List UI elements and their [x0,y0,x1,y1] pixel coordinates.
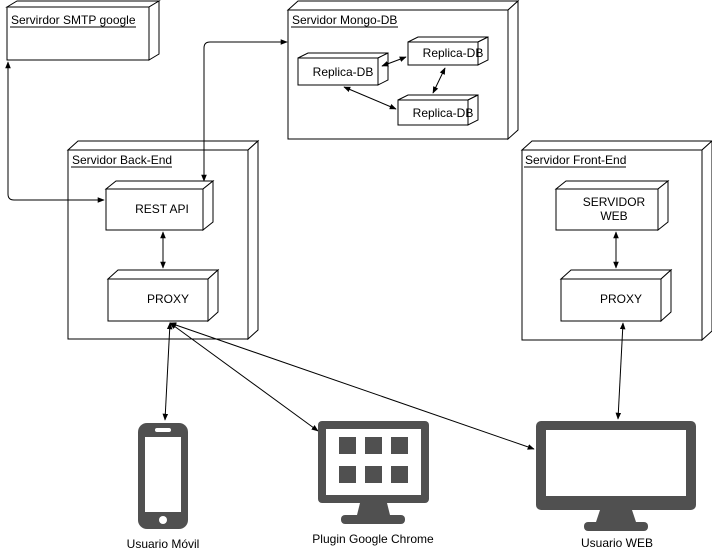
frontend-proxy-web-connector [615,322,626,420]
smtp-server-node[interactable]: Servirdor SMTP google [5,0,161,61]
frontend-proxy-label: PROXY [600,292,642,306]
replica-db-top[interactable]: Replica-DB [407,36,489,66]
rest-api-smtp-connector [5,61,105,203]
chrome-plugin-label: Plugin Google Chrome [312,532,434,546]
replica-db-bottom[interactable]: Replica-DB [397,94,479,126]
smartphone-icon [138,423,188,529]
proxy-web-connector [169,322,535,450]
smtp-server-title: Servirdor SMTP google [11,13,136,27]
backend-server-title: Servidor Back-End [72,153,172,167]
backend-proxy-component[interactable]: PROXY [106,268,220,323]
servidor-web-component[interactable]: SERVIDOR WEB [554,179,670,232]
replica-db-bottom-label: Replica-DB [413,106,474,120]
web-user-label: Usuario WEB [581,536,653,550]
replica-left-bottom-connector [343,86,397,110]
servidor-web-label-line2: WEB [600,209,627,223]
replica-db-left-label: Replica-DB [313,65,374,79]
frontend-proxy-component[interactable]: PROXY [559,268,673,323]
rest-api-component[interactable]: REST API [104,179,215,232]
backend-proxy-label: PROXY [147,292,189,306]
frontend-server-title: Servidor Front-End [525,153,626,167]
servidor-web-label-line1: SERVIDOR [583,195,646,209]
rest-api-label: REST API [135,202,189,216]
replica-db-left[interactable]: Replica-DB [297,52,389,86]
desktop-monitor-icon [536,421,696,531]
rest-api-mongodb-connector [201,39,288,182]
mobile-user-label: Usuario Móvil [127,537,200,551]
mongodb-server-title: Servidor Mongo-DB [292,13,397,27]
replica-left-top-connector [381,56,407,67]
replica-db-top-label: Replica-DB [423,46,484,60]
proxy-mobile-connector [162,322,173,421]
app-grid-monitor-icon [318,421,429,524]
replica-top-bottom-connector [432,67,446,94]
